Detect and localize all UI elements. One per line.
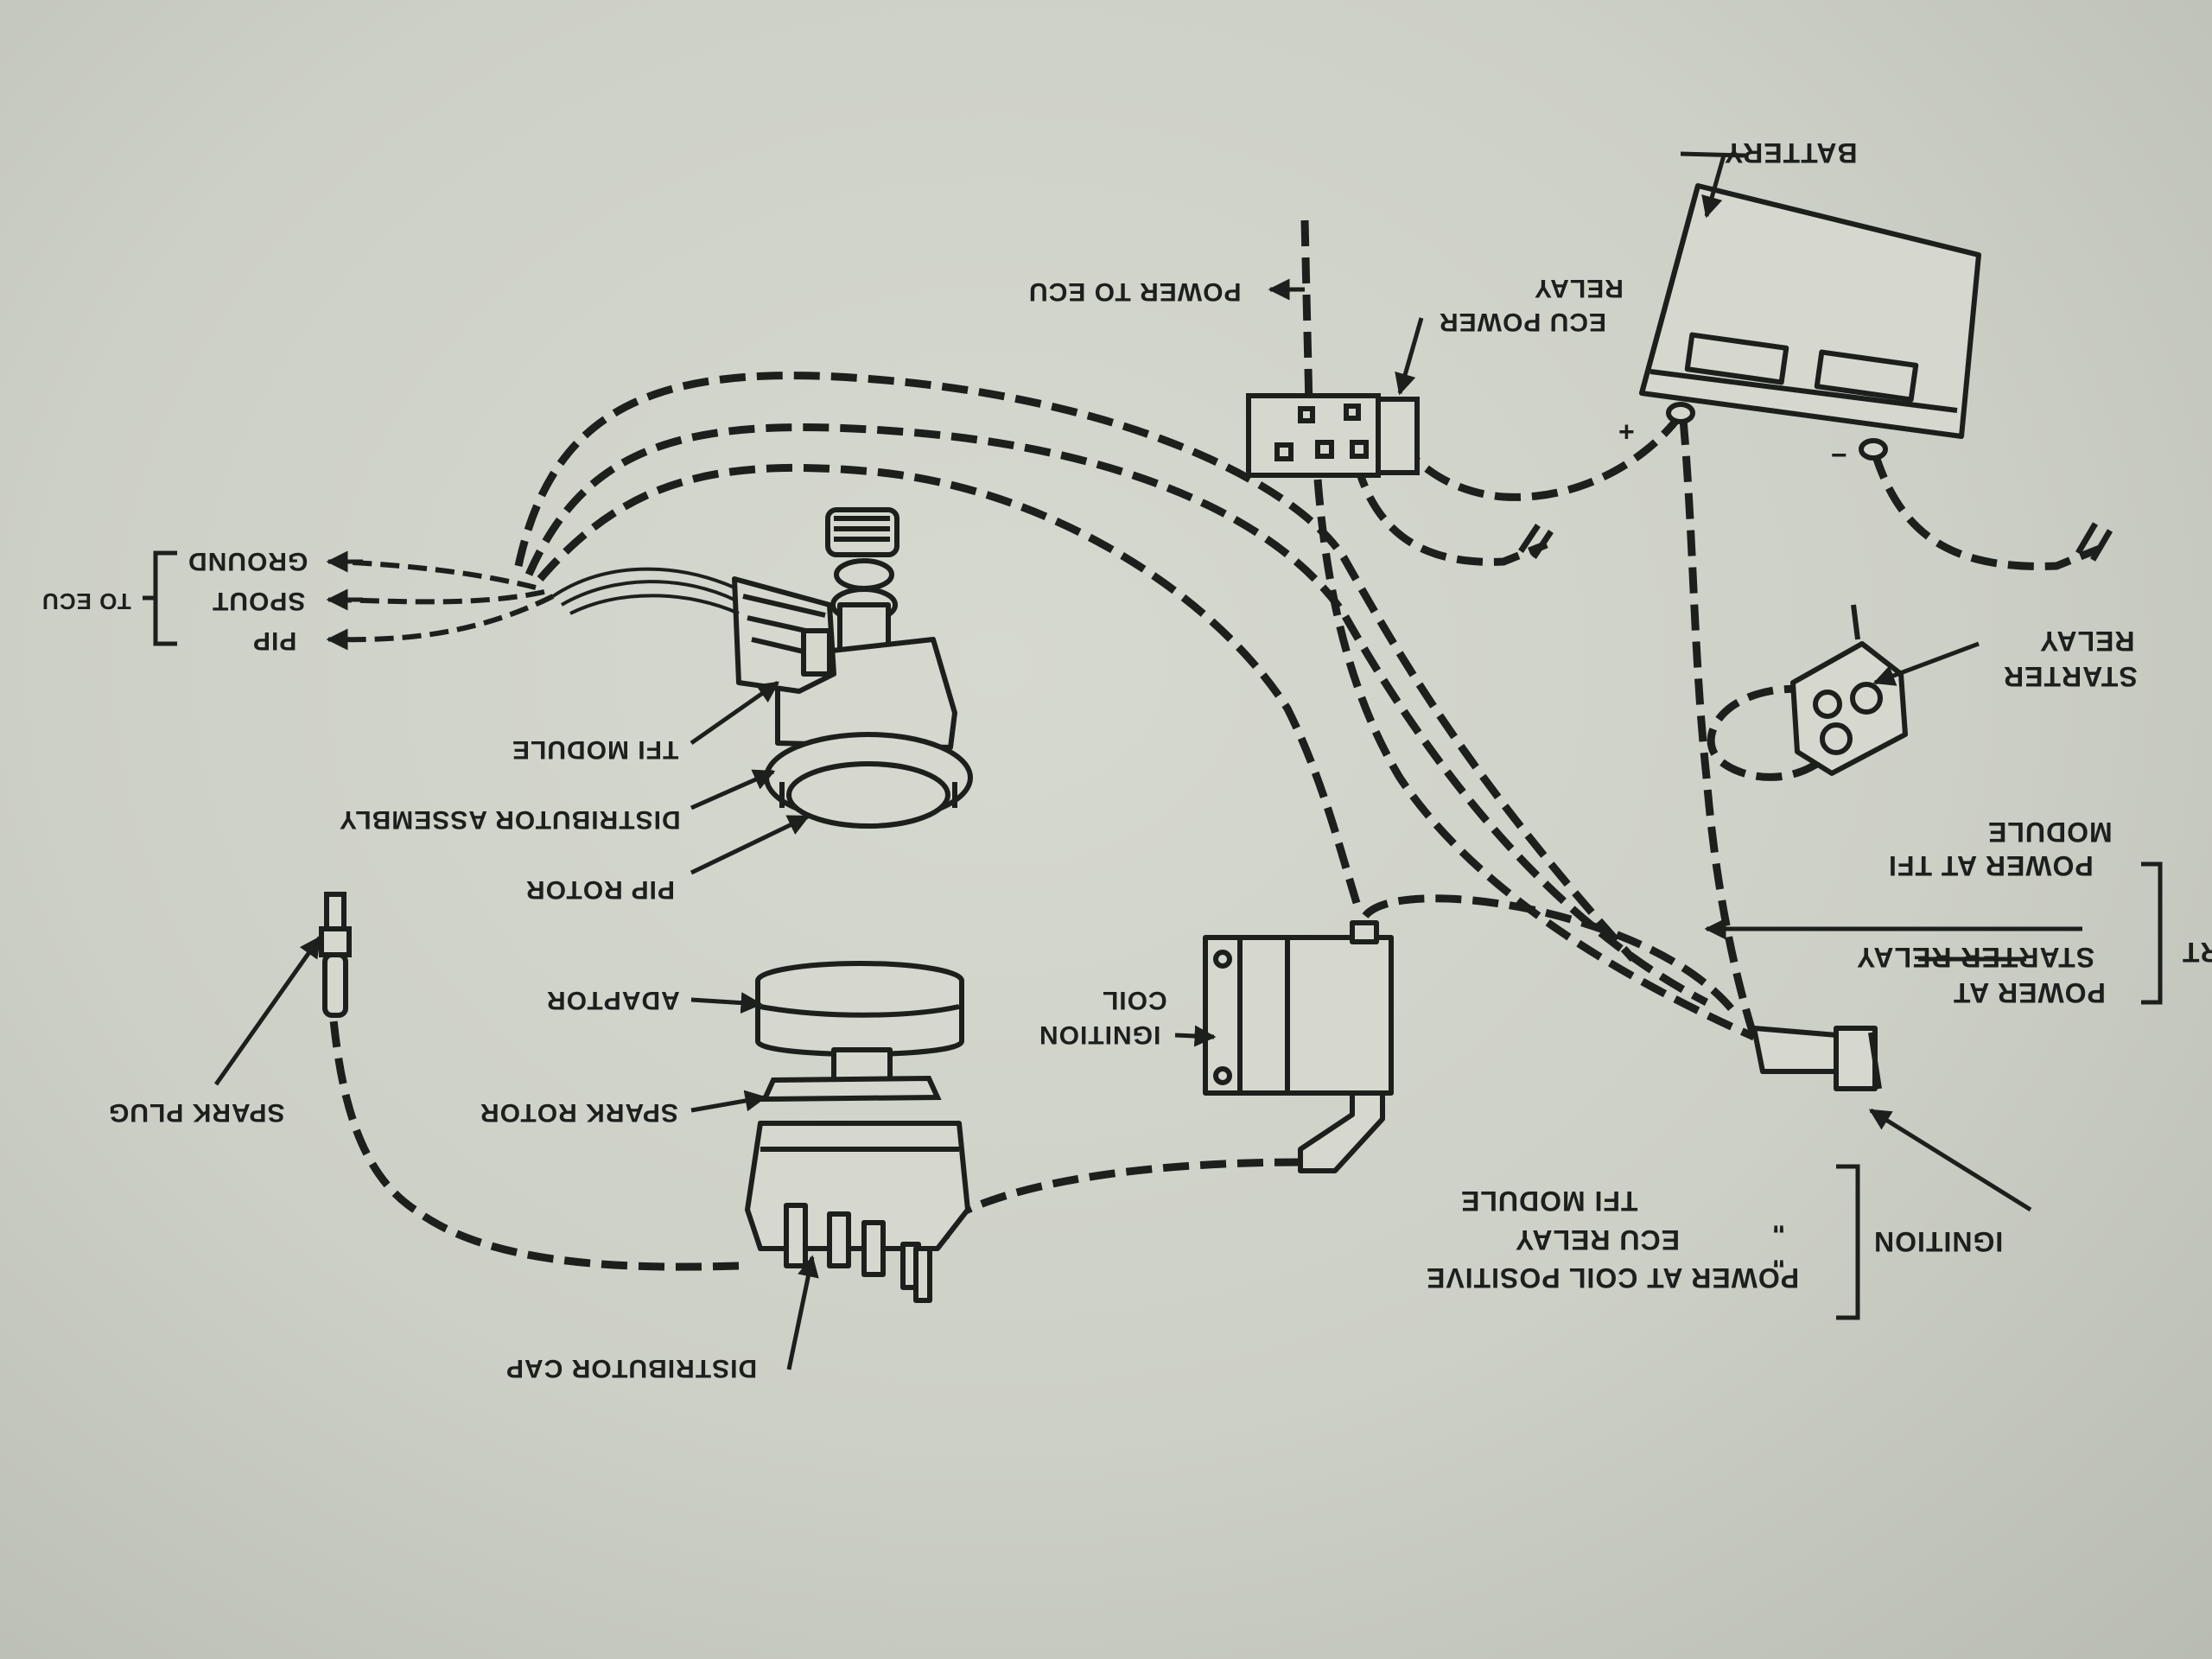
wire-relay-ground [1352, 461, 1548, 566]
arrow-spark-rotor [690, 1090, 767, 1113]
ground-symbol-battery [2075, 522, 2113, 562]
leader-lines [213, 151, 2082, 1370]
label-ditto-2: " [1771, 1207, 1786, 1238]
battery-drawing [1639, 183, 1981, 461]
wire-spout [336, 589, 545, 605]
wire-battery-neg-ground [1871, 452, 2101, 570]
wire-tfi-arc-2 [524, 423, 1709, 1007]
wire-starter-loop [1707, 684, 1835, 781]
to-ecu-bracket [143, 550, 177, 646]
label-cropped-rt: RT [2182, 937, 2212, 968]
wire-pip [336, 594, 555, 643]
label-spark-rotor: SPARK ROTOR [480, 1098, 678, 1127]
label-ground: GROUND [188, 547, 308, 575]
wire-relay-to-connector [1313, 479, 1756, 1041]
spark-rotor-drawing [760, 1075, 942, 1103]
ecu-relay-drawing [1246, 393, 1420, 478]
arrow-adaptor [690, 992, 763, 1014]
label-power-starter-1: POWER AT [1953, 977, 2106, 1008]
arrow-ecu-relay [1395, 317, 1424, 396]
arrow-battery-hook [1680, 151, 1746, 158]
label-pip: PIP [252, 626, 297, 655]
label-ecu-relay: ECU RELAY [1515, 1224, 1680, 1255]
label-ignition-coil-2: COIL [1102, 986, 1167, 1014]
arrow-spark-plug [213, 935, 322, 1086]
ignition-connector-drawing [1751, 1026, 1882, 1091]
label-ignition: IGNITION [1873, 1226, 2004, 1257]
label-adaptor: ADAPTOR [546, 986, 680, 1014]
starter-relay-drawing [1790, 604, 1908, 776]
label-power-starter-2: STARTER RELAY [1856, 942, 2095, 973]
spark-plug-drawing [319, 892, 352, 1018]
wire-power-to-ecu [1300, 219, 1313, 407]
label-ignition-coil-1: IGNITION [1039, 1020, 1161, 1049]
arrow-ignition-coil [1174, 1025, 1217, 1047]
arrow-distributor-cap [786, 1255, 819, 1370]
wire-tfi-arc-3 [537, 463, 1361, 905]
label-to-ecu: TO ECU [41, 588, 131, 614]
label-tfi-module-2: TFI MODULE [1460, 1185, 1638, 1217]
ground-symbols [1518, 522, 2113, 562]
arrow-tfi-module [690, 680, 780, 746]
arrow-pip-rotor [690, 814, 810, 875]
label-spout: SPOUT [212, 587, 306, 615]
label-battery: BATTERY [1724, 137, 1858, 168]
wire-coil-to-cap [923, 1158, 1301, 1240]
label-distributor-assembly: DISTRIBUTOR ASSEMBLY [339, 805, 681, 834]
label-starter-relay-2: RELAY [2039, 626, 2135, 657]
label-battery-plus: + [1618, 416, 1635, 448]
label-ditto-1: " [1771, 1242, 1786, 1273]
label-power-to-ecu: POWER TO ECU [1028, 277, 1242, 306]
wire-cap-to-plug [328, 1010, 740, 1271]
distributor-assembly-drawing [551, 507, 973, 829]
adaptor-drawing [755, 961, 964, 1089]
right-bracket-power-at [2141, 861, 2163, 1005]
wire-battery-to-relay [1392, 412, 1684, 501]
arrow-battery [1701, 155, 1726, 219]
distributor-cap-drawing [745, 1121, 970, 1303]
label-pip-rotor: PIP ROTOR [525, 875, 675, 904]
right-bracket-ignition [1836, 1164, 1860, 1320]
wire-ground [336, 559, 537, 590]
label-power-tfi-2: MODULE [1987, 817, 2113, 848]
ground-symbol-relay [1518, 524, 1554, 559]
wire-coil-top [1362, 894, 1740, 1018]
label-power-coil-positive: POWER AT COIL POSITIVE [1426, 1262, 1800, 1294]
wire-battery-to-connector [1679, 418, 1758, 1039]
label-tfi-module: TFI MODULE [512, 735, 679, 764]
wires [328, 219, 2101, 1271]
label-battery-minus: − [1830, 440, 1847, 471]
label-power-tfi-1: POWER AT TFI [1888, 850, 2094, 881]
arrow-ignition [1868, 1108, 2032, 1212]
arrow-starter-relay [1872, 641, 1980, 686]
label-distributor-cap: DISTRIBUTOR CAP [505, 1354, 758, 1382]
arrow-distributor-assembly [690, 769, 776, 810]
label-starter-relay-1: STARTER [2003, 661, 2138, 692]
ignition-coil-drawing [1203, 920, 1394, 1173]
wire-tfi-arc-1 [514, 372, 1637, 963]
label-ecu-power-relay-1: ECU POWER [1439, 308, 1607, 336]
label-spark-plug: SPARK PLUG [108, 1098, 285, 1127]
label-ecu-power-relay-2: RELAY [1534, 274, 1624, 302]
